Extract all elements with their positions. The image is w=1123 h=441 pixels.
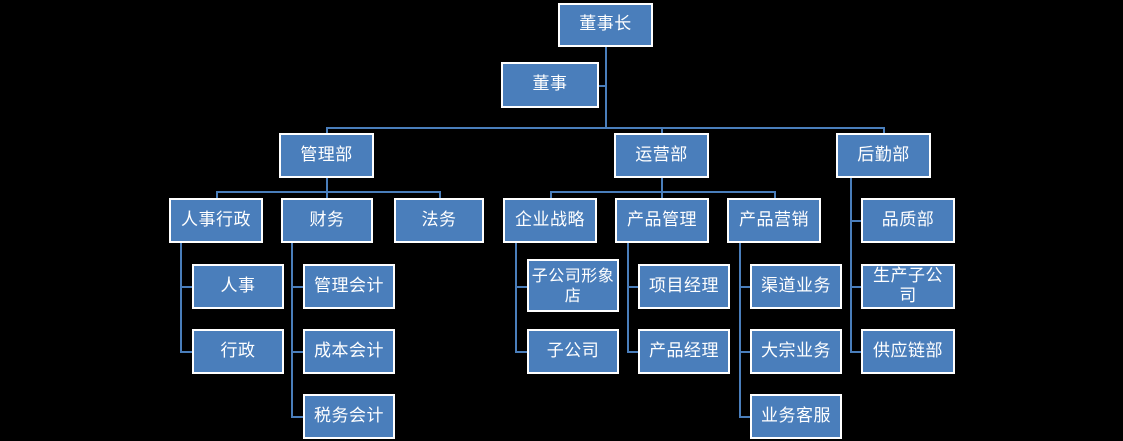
org-node-11[interactable]: 品质部 (861, 198, 955, 243)
org-node-10[interactable]: 产品营销 (727, 198, 821, 243)
connector-line (180, 351, 193, 353)
org-node-15[interactable]: 成本会计 (303, 329, 395, 374)
org-node-25[interactable]: 供应链部 (861, 329, 955, 374)
org-node-label: 法务 (421, 209, 457, 230)
org-node-6[interactable]: 财务 (281, 198, 373, 243)
org-node-label: 产品经理 (649, 340, 719, 361)
org-node-22[interactable]: 大宗业务 (750, 329, 842, 374)
org-node-label: 税务会计 (314, 405, 384, 426)
org-node-7[interactable]: 法务 (394, 198, 484, 243)
org-node-21[interactable]: 渠道业务 (750, 264, 842, 309)
org-node-label: 董事 (532, 74, 568, 95)
connector-line (326, 127, 884, 129)
connector-line (661, 178, 663, 192)
connector-line (627, 243, 629, 353)
org-node-2[interactable]: 管理部 (279, 133, 374, 178)
org-node-label: 行政 (220, 340, 256, 361)
org-node-23[interactable]: 业务客服 (750, 394, 842, 439)
org-node-label: 子公司形象店 (531, 265, 615, 305)
org-node-label: 项目经理 (649, 275, 719, 296)
org-node-label: 大宗业务 (761, 340, 831, 361)
connector-line (739, 243, 741, 418)
connector-line (216, 191, 218, 199)
org-node-label: 财务 (309, 209, 345, 230)
org-node-9[interactable]: 产品管理 (615, 198, 709, 243)
org-node-20[interactable]: 产品经理 (638, 329, 730, 374)
connector-line (291, 286, 304, 288)
connector-line (326, 178, 328, 192)
org-node-13[interactable]: 行政 (192, 329, 284, 374)
connector-line (439, 191, 441, 199)
connector-line (180, 286, 193, 288)
org-node-label: 生产子公司 (873, 265, 943, 306)
connector-line (291, 243, 293, 418)
org-node-4[interactable]: 后勤部 (836, 133, 931, 178)
connector-line (515, 286, 528, 288)
connector-line (180, 243, 182, 353)
connector-line (291, 351, 304, 353)
connector-line (850, 220, 862, 222)
org-node-label: 人事 (220, 275, 256, 296)
connector-line (599, 85, 607, 87)
connector-line (605, 47, 607, 128)
connector-line (774, 191, 776, 199)
connector-line (627, 286, 639, 288)
org-node-19[interactable]: 项目经理 (638, 264, 730, 309)
connector-line (850, 286, 862, 288)
org-node-16[interactable]: 税务会计 (303, 394, 395, 439)
org-node-label: 人事行政 (181, 209, 251, 230)
org-node-label: 子公司 (546, 340, 600, 361)
org-node-0[interactable]: 董事长 (558, 3, 653, 47)
connector-line (627, 351, 639, 353)
org-node-label: 渠道业务 (761, 275, 831, 296)
org-node-label: 管理部 (300, 144, 353, 165)
org-node-label: 运营部 (635, 144, 688, 165)
connector-line (739, 286, 751, 288)
org-node-label: 业务客服 (761, 405, 831, 426)
connector-line (850, 351, 862, 353)
connector-line (661, 127, 663, 134)
org-node-label: 产品营销 (739, 209, 809, 230)
connector-line (850, 178, 852, 353)
org-node-17[interactable]: 子公司形象店 (527, 259, 619, 312)
org-node-label: 供应链部 (873, 340, 943, 361)
org-node-label: 后勤部 (857, 144, 910, 165)
connector-line (550, 191, 552, 199)
connector-line (883, 127, 885, 134)
connector-line (661, 191, 663, 199)
connector-line (291, 416, 304, 418)
org-node-label: 董事长 (579, 14, 632, 35)
connector-line (326, 127, 328, 134)
connector-line (515, 351, 528, 353)
org-node-8[interactable]: 企业战略 (503, 198, 597, 243)
org-node-label: 企业战略 (515, 209, 585, 230)
org-node-18[interactable]: 子公司 (527, 329, 619, 374)
connector-line (326, 191, 328, 199)
org-node-5[interactable]: 人事行政 (169, 198, 263, 243)
org-node-label: 品质部 (881, 209, 935, 230)
org-node-label: 管理会计 (314, 275, 384, 296)
org-node-1[interactable]: 董事 (501, 62, 599, 108)
org-node-label: 成本会计 (314, 340, 384, 361)
connector-line (739, 351, 751, 353)
connector-line (739, 416, 751, 418)
org-node-3[interactable]: 运营部 (614, 133, 709, 178)
org-node-label: 产品管理 (627, 209, 697, 230)
connector-line (515, 243, 517, 353)
org-node-24[interactable]: 生产子公司 (861, 264, 955, 309)
org-node-12[interactable]: 人事 (192, 264, 284, 309)
org-node-14[interactable]: 管理会计 (303, 264, 395, 309)
